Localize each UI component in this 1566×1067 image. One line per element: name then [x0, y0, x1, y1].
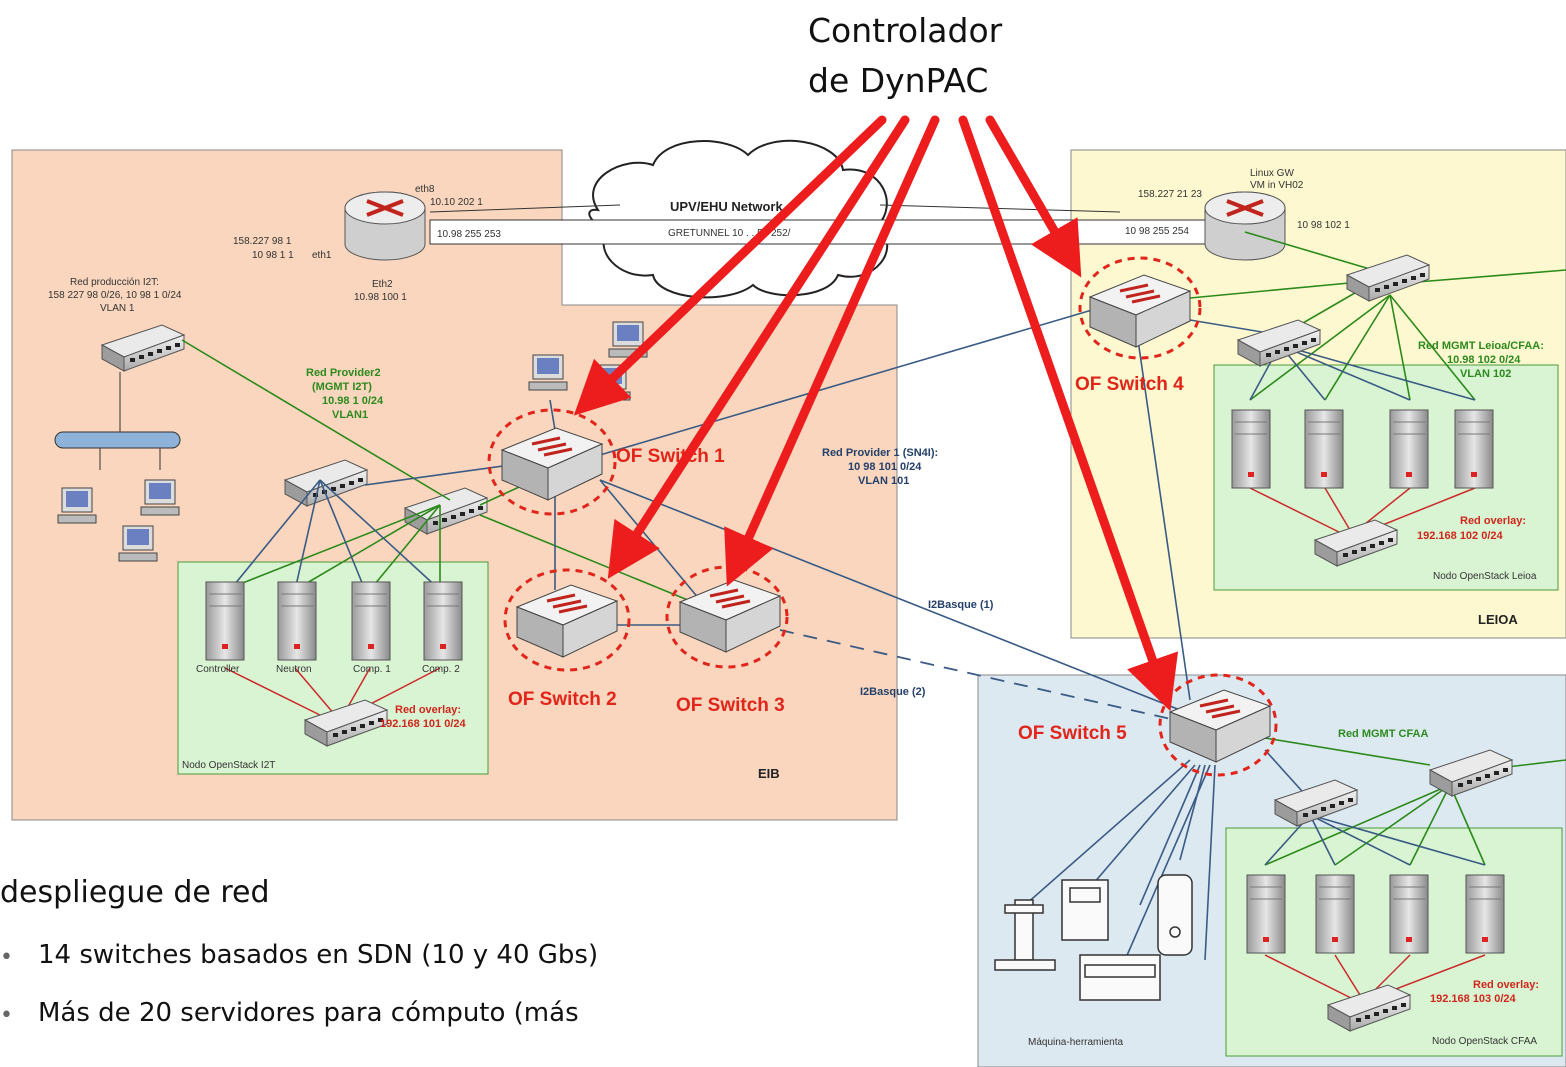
eth8-ip: 10.10 202 1: [430, 197, 483, 208]
bullet-item-2: Más de 20 servidores para cómputo (más: [38, 998, 579, 1028]
red-produccion-1: Red producción I2T:: [70, 277, 159, 288]
eib-blue-links: [229, 309, 1181, 711]
bullet-dot-1: •: [0, 945, 13, 970]
of-switch-1-label: OF Switch 1: [616, 446, 725, 467]
i2basque-2-label: I2Basque (2): [860, 686, 926, 698]
red-provider1-3: VLAN 101: [858, 475, 909, 487]
red-produccion-2: 158 227 98 0/26, 10 98 1 0/24: [48, 290, 182, 301]
cfaa-server-1-icon: [1246, 874, 1286, 954]
lan-bus-icon: [54, 372, 181, 470]
eth1-label: eth1: [312, 250, 332, 261]
cfaa-overlay-2: 192.168 103 0/24: [1430, 993, 1517, 1005]
eth2-label: Eth2: [372, 279, 393, 290]
eth8-label: eth8: [415, 184, 435, 195]
leioa-green-links: [1189, 231, 1566, 401]
leioa-server-3-icon: [1389, 409, 1429, 489]
bullet-dot-2: •: [0, 1003, 13, 1028]
gw-ip2: 10 98 102 1: [1297, 220, 1350, 231]
eib-pc-1-icon: [57, 487, 97, 524]
eth1-ip2: 10 98 1 1: [252, 250, 294, 261]
leioa-mgmt-1: Red MGMT Leioa/CFAA:: [1418, 340, 1544, 352]
leioa-mgmt-2: 10.98 102 0/24: [1447, 354, 1521, 366]
controller-line-1: Controlador: [808, 11, 1003, 50]
nodo-leioa-box: [1213, 364, 1559, 591]
eib-tunnel-ip: 10.98 255 253: [437, 229, 501, 240]
server-label-comp1: Comp. 1: [353, 664, 391, 675]
server-label-comp2: Comp. 2: [422, 664, 460, 675]
eib-green-links: [181, 339, 701, 606]
controller-line-2: de DynPAC: [808, 61, 989, 100]
cloud-title: UPV/EHU Network: [670, 199, 783, 214]
server-label-controller: Controller: [196, 664, 240, 675]
red-provider2-2: (MGMT I2T): [312, 381, 372, 393]
leioa-gw-router-icon: [1203, 190, 1287, 262]
leioa-overlay-1: Red overlay:: [1460, 515, 1526, 527]
cfaa-server-2-icon: [1315, 874, 1355, 954]
nodo-cfaa-label: Nodo OpenStack CFAA: [1432, 1036, 1537, 1047]
server-comp2-icon: [423, 581, 463, 661]
server-comp1-icon: [351, 581, 391, 661]
server-neutron-icon: [277, 581, 317, 661]
controller-label: Controlador de DynPAC: [808, 6, 1068, 106]
of-switch-1-ring: [487, 408, 617, 516]
maquina-label: Máquina-herramienta: [1028, 1037, 1123, 1048]
leioa-mgmt-3: VLAN 102: [1460, 368, 1511, 380]
bullet-item-1: 14 switches basados en SDN (10 y 40 Gbs): [38, 940, 599, 970]
of-switch-4-label: OF Switch 4: [1075, 374, 1184, 395]
of-switch-3-ring: [665, 565, 789, 669]
cfaa-server-4-icon: [1465, 874, 1505, 954]
i2basque-1-label: I2Basque (1): [928, 599, 994, 611]
gw-label-2: VM in VH02: [1250, 180, 1304, 191]
eib-label: EIB: [758, 766, 780, 781]
gw-label-1: Linux GW: [1250, 168, 1294, 179]
nodo-leioa-label: Nodo OpenStack Leioa: [1433, 571, 1537, 582]
eib-overlay-1: Red overlay:: [395, 704, 461, 716]
leioa-tunnel-ip: 10 98 255 254: [1125, 226, 1189, 237]
controller-arrows: [573, 115, 1179, 712]
red-provider1-1: Red Provider 1 (SN4I):: [822, 447, 938, 459]
eth1-ip1: 158.227 98 1: [233, 236, 292, 247]
bullet-heading: despliegue de red: [0, 875, 270, 910]
cfaa-server-3-icon: [1389, 874, 1429, 954]
eib-pc-3-icon: [118, 525, 158, 562]
eib-overlay-2: 192.168 101 0/24: [380, 718, 467, 730]
red-produccion-3: VLAN 1: [100, 303, 135, 314]
gw-ip1: 158.227 21 23: [1138, 189, 1202, 200]
eib-pc-4-icon: [528, 354, 568, 391]
eth2-ip: 10.98 100 1: [354, 292, 407, 303]
red-provider2-4: VLAN1: [332, 409, 368, 421]
of-switch-5-label: OF Switch 5: [1018, 723, 1127, 744]
of-switch-2-ring: [503, 568, 631, 672]
i2basque-2-link: [779, 629, 1176, 721]
red-provider1-2: 10 98 101 0/24: [848, 461, 922, 473]
server-controller-icon: [205, 581, 245, 661]
of-switch-2-label: OF Switch 2: [508, 689, 617, 710]
red-provider2-3: 10.98 1 0/24: [322, 395, 384, 407]
nodo-i2t-label: Nodo OpenStack I2T: [182, 760, 275, 771]
eib-router-icon: [343, 190, 427, 262]
red-provider2-1: Red Provider2: [306, 367, 381, 379]
leioa-label: LEIOA: [1478, 612, 1518, 627]
leioa-server-4-icon: [1454, 409, 1494, 489]
server-label-neutron: Neutron: [276, 664, 312, 675]
leioa-overlay-2: 192.168 102 0/24: [1417, 530, 1504, 542]
of-switch-4-ring: [1078, 256, 1202, 360]
of-switch-5-ring: [1158, 673, 1278, 777]
leioa-server-2-icon: [1304, 409, 1344, 489]
machine-tool-icon: [994, 874, 1193, 1001]
leioa-server-1-icon: [1231, 409, 1271, 489]
tunnel-label: GRETUNNEL 10 . . 55 252/: [668, 228, 791, 239]
of-switch-3-label: OF Switch 3: [676, 695, 785, 716]
cfaa-mgmt-label: Red MGMT CFAA: [1338, 728, 1428, 740]
cfaa-overlay-1: Red overlay:: [1473, 979, 1539, 991]
leioa-overlay-links: [1249, 487, 1476, 536]
eib-pc-2-icon: [140, 479, 180, 516]
